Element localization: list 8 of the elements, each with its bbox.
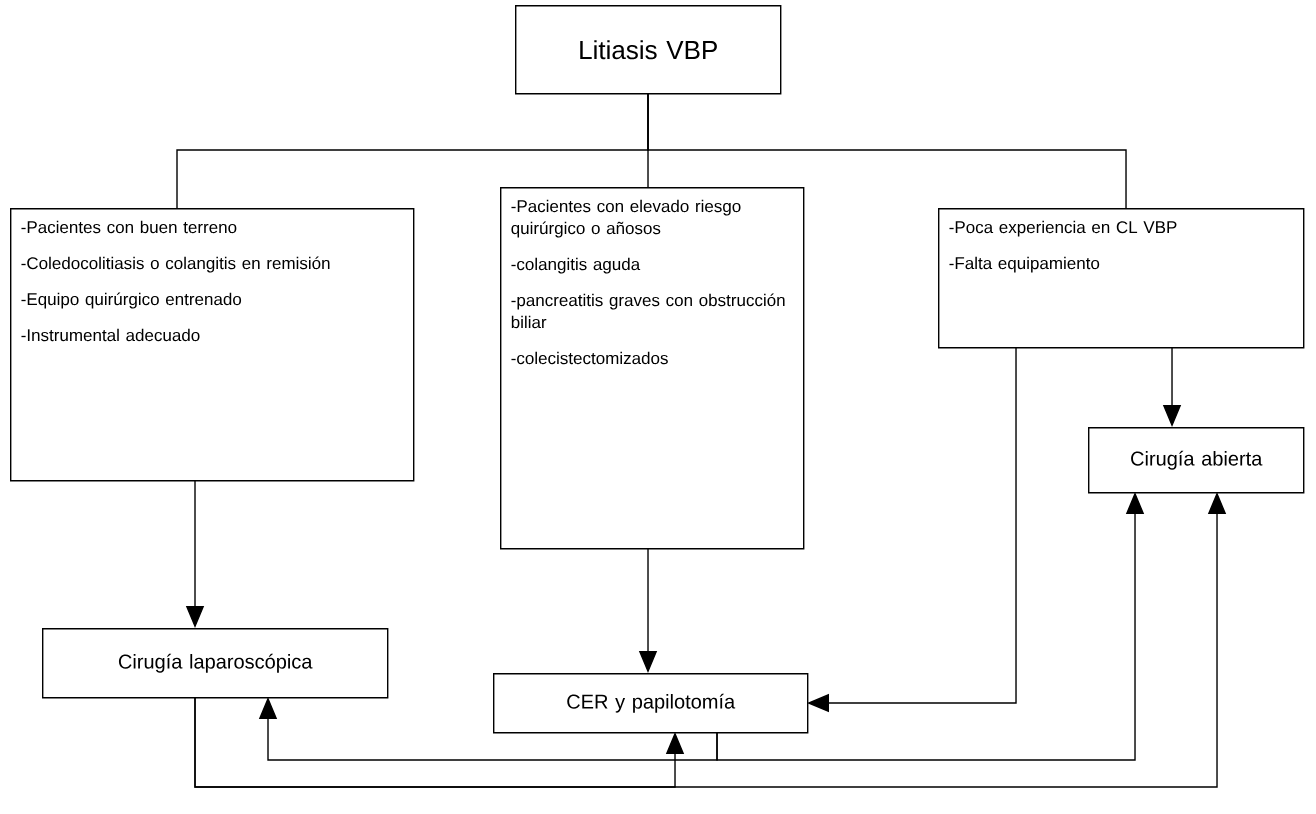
connector-line <box>647 92 1127 209</box>
criteria-box: -Pacientes con buen terreno -Coledocolitiasis o colangitis en remisión -Equipo quirúrgico entrenado -Instrumental adecuado <box>10 208 415 482</box>
title-box: Litiasis VBP <box>515 5 782 95</box>
outcome-box: Cirugía laparoscópica <box>42 628 389 699</box>
outcome-box: CER y papilotomía <box>493 673 809 734</box>
outcome-box: Cirugía abierta <box>1088 427 1305 494</box>
criteria-box: -Poca experiencia en CL VBP -Falta equipamiento <box>938 208 1305 349</box>
criteria-box: -Pacientes con elevado riesgo quirúrgico o añosos -colangitis aguda -pancreatitis graves con obstrucción biliar -colecistectomizados <box>500 187 805 550</box>
